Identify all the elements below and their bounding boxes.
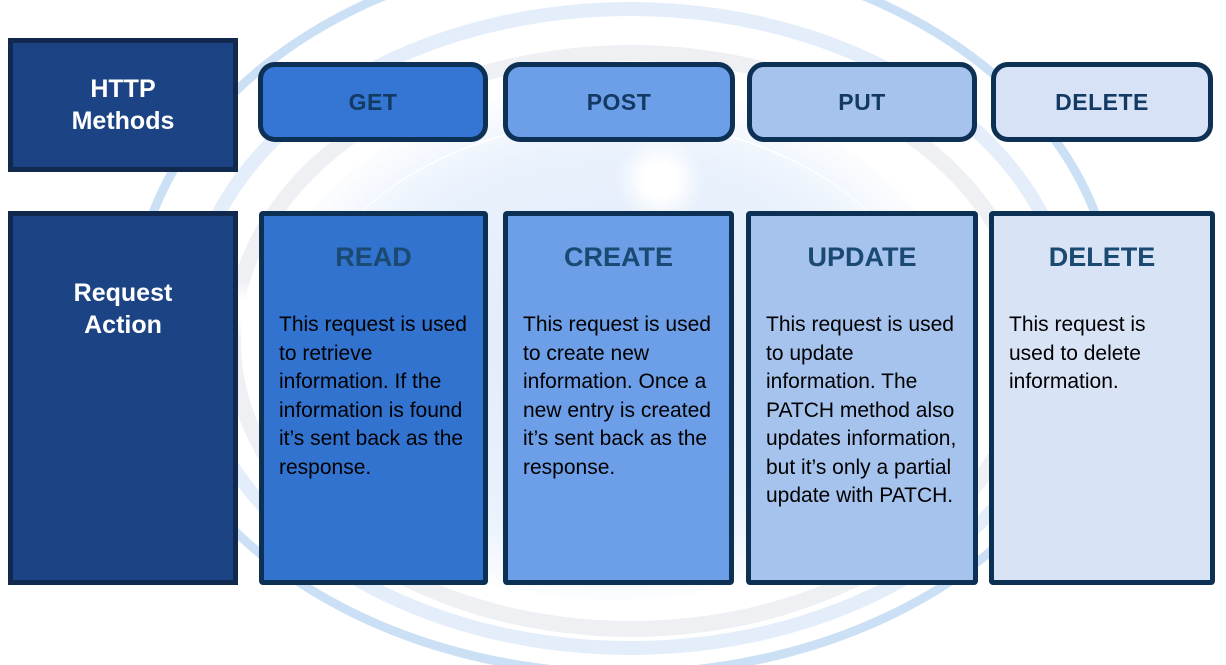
action-card-delete: DELETE This request is used to delete in… [989, 211, 1215, 585]
action-card-read: READ This request is used to retrieve in… [259, 211, 488, 585]
action-card-description: This request is used to create new infor… [523, 313, 711, 479]
action-card-update: UPDATE This request is used to update in… [746, 211, 978, 585]
action-card-description: This request is used to delete informati… [1009, 313, 1146, 394]
http-methods-label-box: HTTP Methods [8, 38, 238, 172]
method-pill-label: PUT [838, 88, 886, 115]
method-pill-get: GET [258, 62, 488, 142]
method-pill-put: PUT [747, 62, 977, 142]
action-card-create: CREATE This request is used to create ne… [503, 211, 734, 585]
method-pill-label: DELETE [1055, 88, 1149, 115]
action-card-title: CREATE [563, 242, 673, 272]
method-pill-delete: DELETE [991, 62, 1213, 142]
method-pill-post: POST [503, 62, 735, 142]
method-pill-label: POST [586, 88, 652, 115]
action-card-title: DELETE [1048, 242, 1156, 272]
action-card-description: This request is used to retrieve informa… [279, 313, 467, 479]
request-action-label: Request Action [73, 278, 173, 340]
method-pill-label: GET [348, 88, 398, 115]
http-methods-label: HTTP Methods [71, 74, 175, 136]
action-card-title: READ [335, 242, 412, 272]
action-card-description: This request is used to update informati… [766, 313, 957, 508]
action-card-title: UPDATE [807, 242, 917, 272]
request-action-label-box: Request Action [8, 211, 238, 585]
